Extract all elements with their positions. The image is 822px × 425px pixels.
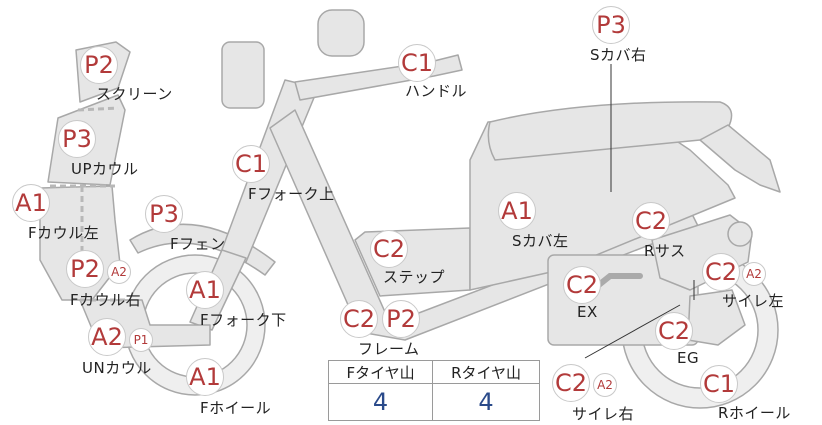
headlight-shape bbox=[221, 41, 265, 109]
table-header-rear-tire: Rタイヤ山 bbox=[432, 360, 540, 384]
table-value-row: 4 4 bbox=[327, 383, 540, 421]
seat-shape bbox=[487, 101, 733, 161]
grade-badge-f-cowl-left: A1 bbox=[12, 184, 50, 222]
rear-tire-tread-value: 4 bbox=[432, 383, 540, 421]
part-label-f-fender: Fフェン bbox=[170, 235, 226, 253]
grade-badge-muffler-left: C2 bbox=[702, 253, 740, 291]
part-label-exhaust: EX bbox=[577, 303, 598, 321]
table-header-front-tire: Fタイヤ山 bbox=[327, 360, 434, 384]
part-label-f-fork-lower: Fフォーク下 bbox=[200, 311, 287, 329]
grade-badge-frame: C2 bbox=[340, 300, 378, 338]
grade-badge-s-cover-left: A1 bbox=[498, 192, 536, 230]
part-label-r-suspension: Rサス bbox=[644, 242, 686, 260]
tail-shape bbox=[699, 124, 781, 193]
grade-badge-screen: P2 bbox=[80, 46, 118, 84]
grade-badge-engine: C2 bbox=[655, 312, 693, 350]
part-label-s-cover-left: Sカバ左 bbox=[512, 232, 569, 250]
part-label-r-wheel: Rホイール bbox=[718, 404, 791, 422]
grade-badge-f-fork-upper: C1 bbox=[232, 145, 270, 183]
part-label-f-cowl-right: Fカウル右 bbox=[70, 291, 142, 309]
grade-badge-r-wheel: C1 bbox=[700, 365, 738, 403]
part-label-screen: スクリーン bbox=[96, 85, 173, 103]
grade-badge-handle: C1 bbox=[398, 44, 436, 82]
grade-badge-r-suspension: C2 bbox=[632, 202, 670, 240]
part-label-f-wheel: Fホイール bbox=[200, 399, 272, 417]
part-label-f-cowl-left: Fカウル左 bbox=[28, 224, 100, 242]
tire-tread-table: Fタイヤ山 Rタイヤ山 4 4 bbox=[327, 360, 540, 421]
grade-badge-s-cover-right: P3 bbox=[592, 6, 630, 44]
front-tire-tread-value: 4 bbox=[327, 383, 434, 421]
grade-badge-muffler-left-secondary: A2 bbox=[742, 262, 766, 286]
grade-badge-f-fender: P3 bbox=[145, 195, 183, 233]
grade-badge-frame-secondary: P2 bbox=[382, 300, 420, 338]
part-label-step: ステップ bbox=[383, 268, 446, 286]
part-label-f-fork-upper: Fフォーク上 bbox=[248, 185, 335, 203]
grade-badge-exhaust: C2 bbox=[563, 266, 601, 304]
part-label-un-cowl: UNカウル bbox=[82, 359, 152, 377]
grade-badge-f-wheel: A1 bbox=[186, 358, 224, 396]
grade-badge-un-cowl-secondary: P1 bbox=[129, 328, 153, 352]
part-label-muffler-left: サイレ左 bbox=[722, 292, 785, 310]
grade-badge-up-cowl: P3 bbox=[58, 120, 96, 158]
part-label-handle: ハンドル bbox=[405, 82, 468, 100]
grade-badge-muffler-right: C2 bbox=[552, 364, 590, 402]
grade-badge-f-cowl-right: P2 bbox=[66, 250, 104, 288]
grade-badge-un-cowl: A2 bbox=[88, 318, 126, 356]
grade-badge-f-cowl-right-secondary: A2 bbox=[107, 260, 131, 284]
part-label-up-cowl: UPカウル bbox=[71, 160, 139, 178]
table-header-row: Fタイヤ山 Rタイヤ山 bbox=[327, 360, 540, 384]
part-label-s-cover-right: Sカバ右 bbox=[590, 46, 647, 64]
part-label-frame: フレーム bbox=[358, 340, 420, 358]
mirror-shape bbox=[317, 9, 365, 57]
grade-badge-muffler-right-secondary: A2 bbox=[593, 373, 617, 397]
part-label-muffler-right: サイレ右 bbox=[572, 405, 635, 423]
grade-badge-f-fork-lower: A1 bbox=[186, 271, 224, 309]
part-label-engine: EG bbox=[677, 349, 700, 367]
grade-badge-step: C2 bbox=[370, 230, 408, 268]
